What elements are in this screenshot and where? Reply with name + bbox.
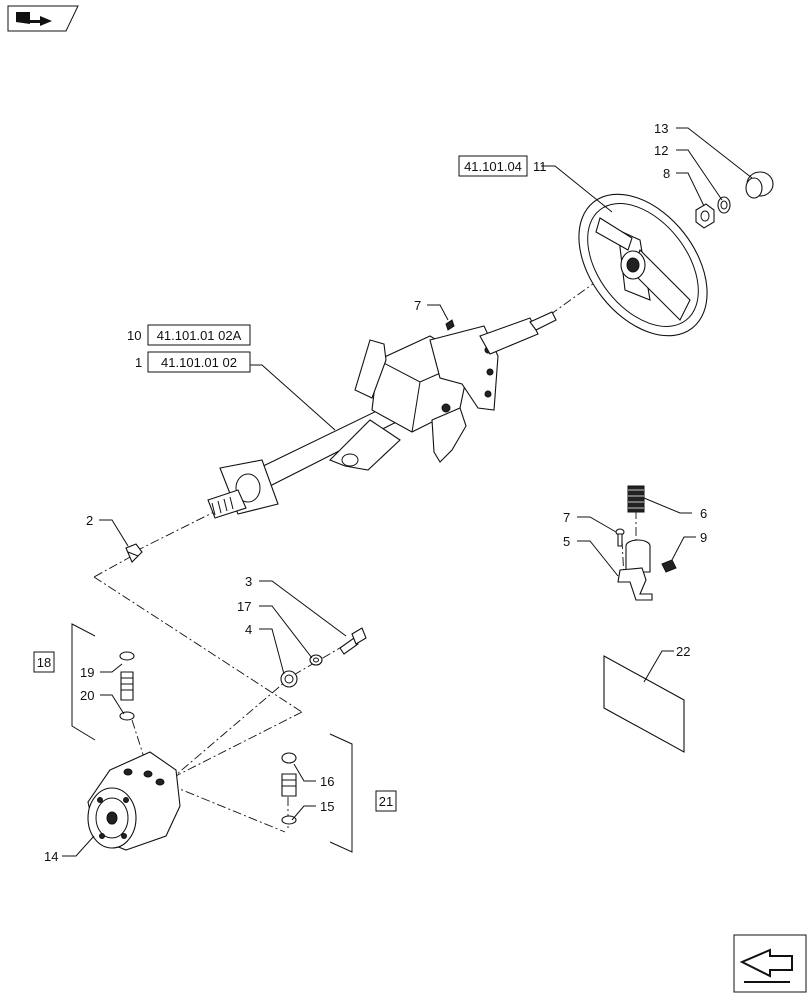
callout-4: 4 xyxy=(245,622,252,637)
o-ring-20 xyxy=(119,711,135,721)
group-18-box xyxy=(33,651,55,673)
clip-part xyxy=(125,543,143,563)
fitting-19 xyxy=(119,651,135,701)
fitting-16 xyxy=(281,752,297,797)
nut xyxy=(695,203,715,229)
bolt xyxy=(339,627,367,655)
callout-7-lever: 7 xyxy=(563,510,570,525)
washer xyxy=(717,196,731,214)
lever-bracket xyxy=(617,539,653,601)
callout-12: 12 xyxy=(654,143,668,158)
lever-knob xyxy=(627,485,645,513)
steering-wheel xyxy=(578,193,708,337)
group-bracket-21 xyxy=(329,733,353,853)
book-navigation-icon[interactable] xyxy=(7,5,79,32)
group-21-text[interactable]: 21 xyxy=(379,794,393,809)
callout-10: 10 xyxy=(127,328,141,343)
callout-19: 19 xyxy=(80,665,94,680)
wheel-ref-box xyxy=(458,155,528,177)
next-page-arrow-icon[interactable] xyxy=(733,934,807,993)
wheel-ref-text[interactable]: 41.101.04 xyxy=(464,159,522,174)
callout-1: 1 xyxy=(135,355,142,370)
callout-2: 2 xyxy=(86,513,93,528)
callout-17: 17 xyxy=(237,599,251,614)
group-21-box xyxy=(375,790,397,812)
steering-column xyxy=(207,311,557,519)
callout-5: 5 xyxy=(563,534,570,549)
screw-7-lever xyxy=(615,528,625,547)
decal-plate xyxy=(603,655,685,753)
set-screw-9 xyxy=(661,559,677,573)
steering-unit xyxy=(87,751,181,851)
callout-16: 16 xyxy=(320,774,334,789)
callout-8: 8 xyxy=(663,166,670,181)
callout-6: 6 xyxy=(700,506,707,521)
o-ring-15 xyxy=(281,815,297,825)
callout-14: 14 xyxy=(44,849,58,864)
callout-11: 11 xyxy=(533,159,547,174)
group-bracket-18 xyxy=(71,623,96,741)
ref-10-box xyxy=(147,324,251,346)
leader-lines xyxy=(62,127,753,857)
ref-1-box xyxy=(147,351,251,373)
ref-10-text[interactable]: 41.101.01 02A xyxy=(157,328,242,343)
callout-20: 20 xyxy=(80,688,94,703)
group-18-text[interactable]: 18 xyxy=(37,655,51,670)
callout-22: 22 xyxy=(676,644,690,659)
ref-1-text[interactable]: 41.101.01 02 xyxy=(161,355,237,370)
bushing xyxy=(280,670,298,688)
callout-3: 3 xyxy=(245,574,252,589)
hub-cap xyxy=(745,171,774,199)
callout-7-top: 7 xyxy=(414,298,421,313)
callout-9: 9 xyxy=(700,530,707,545)
callout-13: 13 xyxy=(654,121,668,136)
callout-15: 15 xyxy=(320,799,334,814)
washer-17 xyxy=(309,654,323,666)
